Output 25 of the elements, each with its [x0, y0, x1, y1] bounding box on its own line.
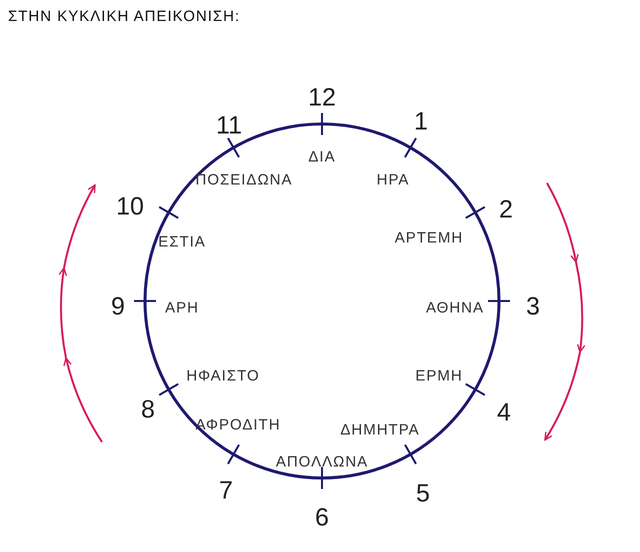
hour-number: 5 — [416, 480, 430, 508]
god-name-label: ΠΟΣΕΙΔΩΝΑ — [196, 172, 292, 188]
god-name-label: ΗΦΑΙΣΤΟ — [186, 368, 260, 384]
hour-number: 12 — [308, 84, 336, 112]
god-name-label: ΑΘΗΝΑ — [426, 300, 484, 316]
hour-number: 7 — [219, 476, 233, 506]
god-name-label: ΔΗΜΗΤΡΑ — [340, 422, 420, 438]
hour-number: 11 — [216, 112, 242, 140]
hour-number: 9 — [111, 292, 125, 322]
god-name-label: ΕΣΤΙΑ — [158, 234, 206, 250]
god-name-label: ΑΦΡΟΔΙΤΗ — [195, 416, 281, 434]
god-name-label: ΑΠΟΛΛΩΝΑ — [276, 454, 368, 470]
god-name-label: ΑΡΗ — [165, 300, 199, 316]
god-name-label: ΔΙΑ — [308, 148, 336, 166]
hour-number: 8 — [141, 396, 155, 424]
hour-number: 3 — [526, 292, 540, 322]
hour-number: 1 — [414, 108, 428, 136]
hour-number: 2 — [499, 196, 513, 224]
god-name-label: ΑΡΤΕΜΗ — [394, 230, 464, 246]
god-name-label: ΗΡΑ — [376, 172, 410, 188]
title: ΣΤΗΝ ΚΥΚΛΙΚΗ ΑΠΕΙΚΟΝΙΣΗ: — [8, 8, 240, 25]
hour-number: 4 — [497, 398, 511, 428]
god-name-label: ΕΡΜΗ — [415, 368, 463, 384]
hour-number: 10 — [116, 192, 144, 222]
hour-number: 6 — [315, 504, 329, 532]
